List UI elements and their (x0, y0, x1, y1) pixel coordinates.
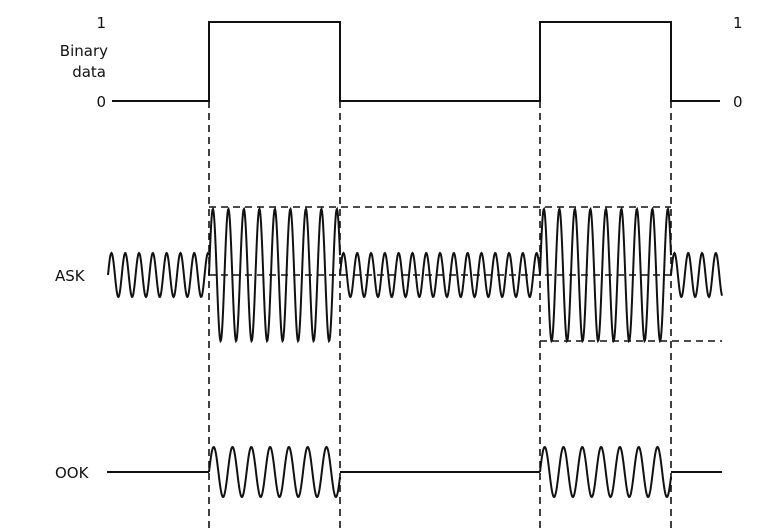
ook-waveform (107, 445, 722, 499)
binary-data-label-line1: Binary (60, 42, 108, 60)
binary-data-label-line2: data (72, 63, 106, 81)
ask-label: ASK (55, 267, 86, 285)
ask-segment-4 (539, 206, 672, 344)
ask-waveform (107, 206, 723, 344)
level-0-label-left: 0 (96, 93, 106, 111)
ask-segment-3 (339, 251, 541, 299)
level-1-label-right: 1 (733, 14, 743, 32)
ook-label: OOK (55, 464, 90, 482)
level-1-label-left: 1 (96, 14, 106, 32)
binary-data-line (112, 21, 720, 102)
ook-burst-2 (208, 445, 341, 499)
level-0-label-right: 0 (733, 93, 743, 111)
ook-burst-4 (539, 445, 672, 499)
ask-segment-5 (670, 251, 723, 299)
ask-segment-1 (107, 251, 210, 299)
dashed-guides (208, 101, 722, 531)
ask-segment-2 (208, 206, 341, 344)
binary-data-waveform (112, 21, 720, 102)
